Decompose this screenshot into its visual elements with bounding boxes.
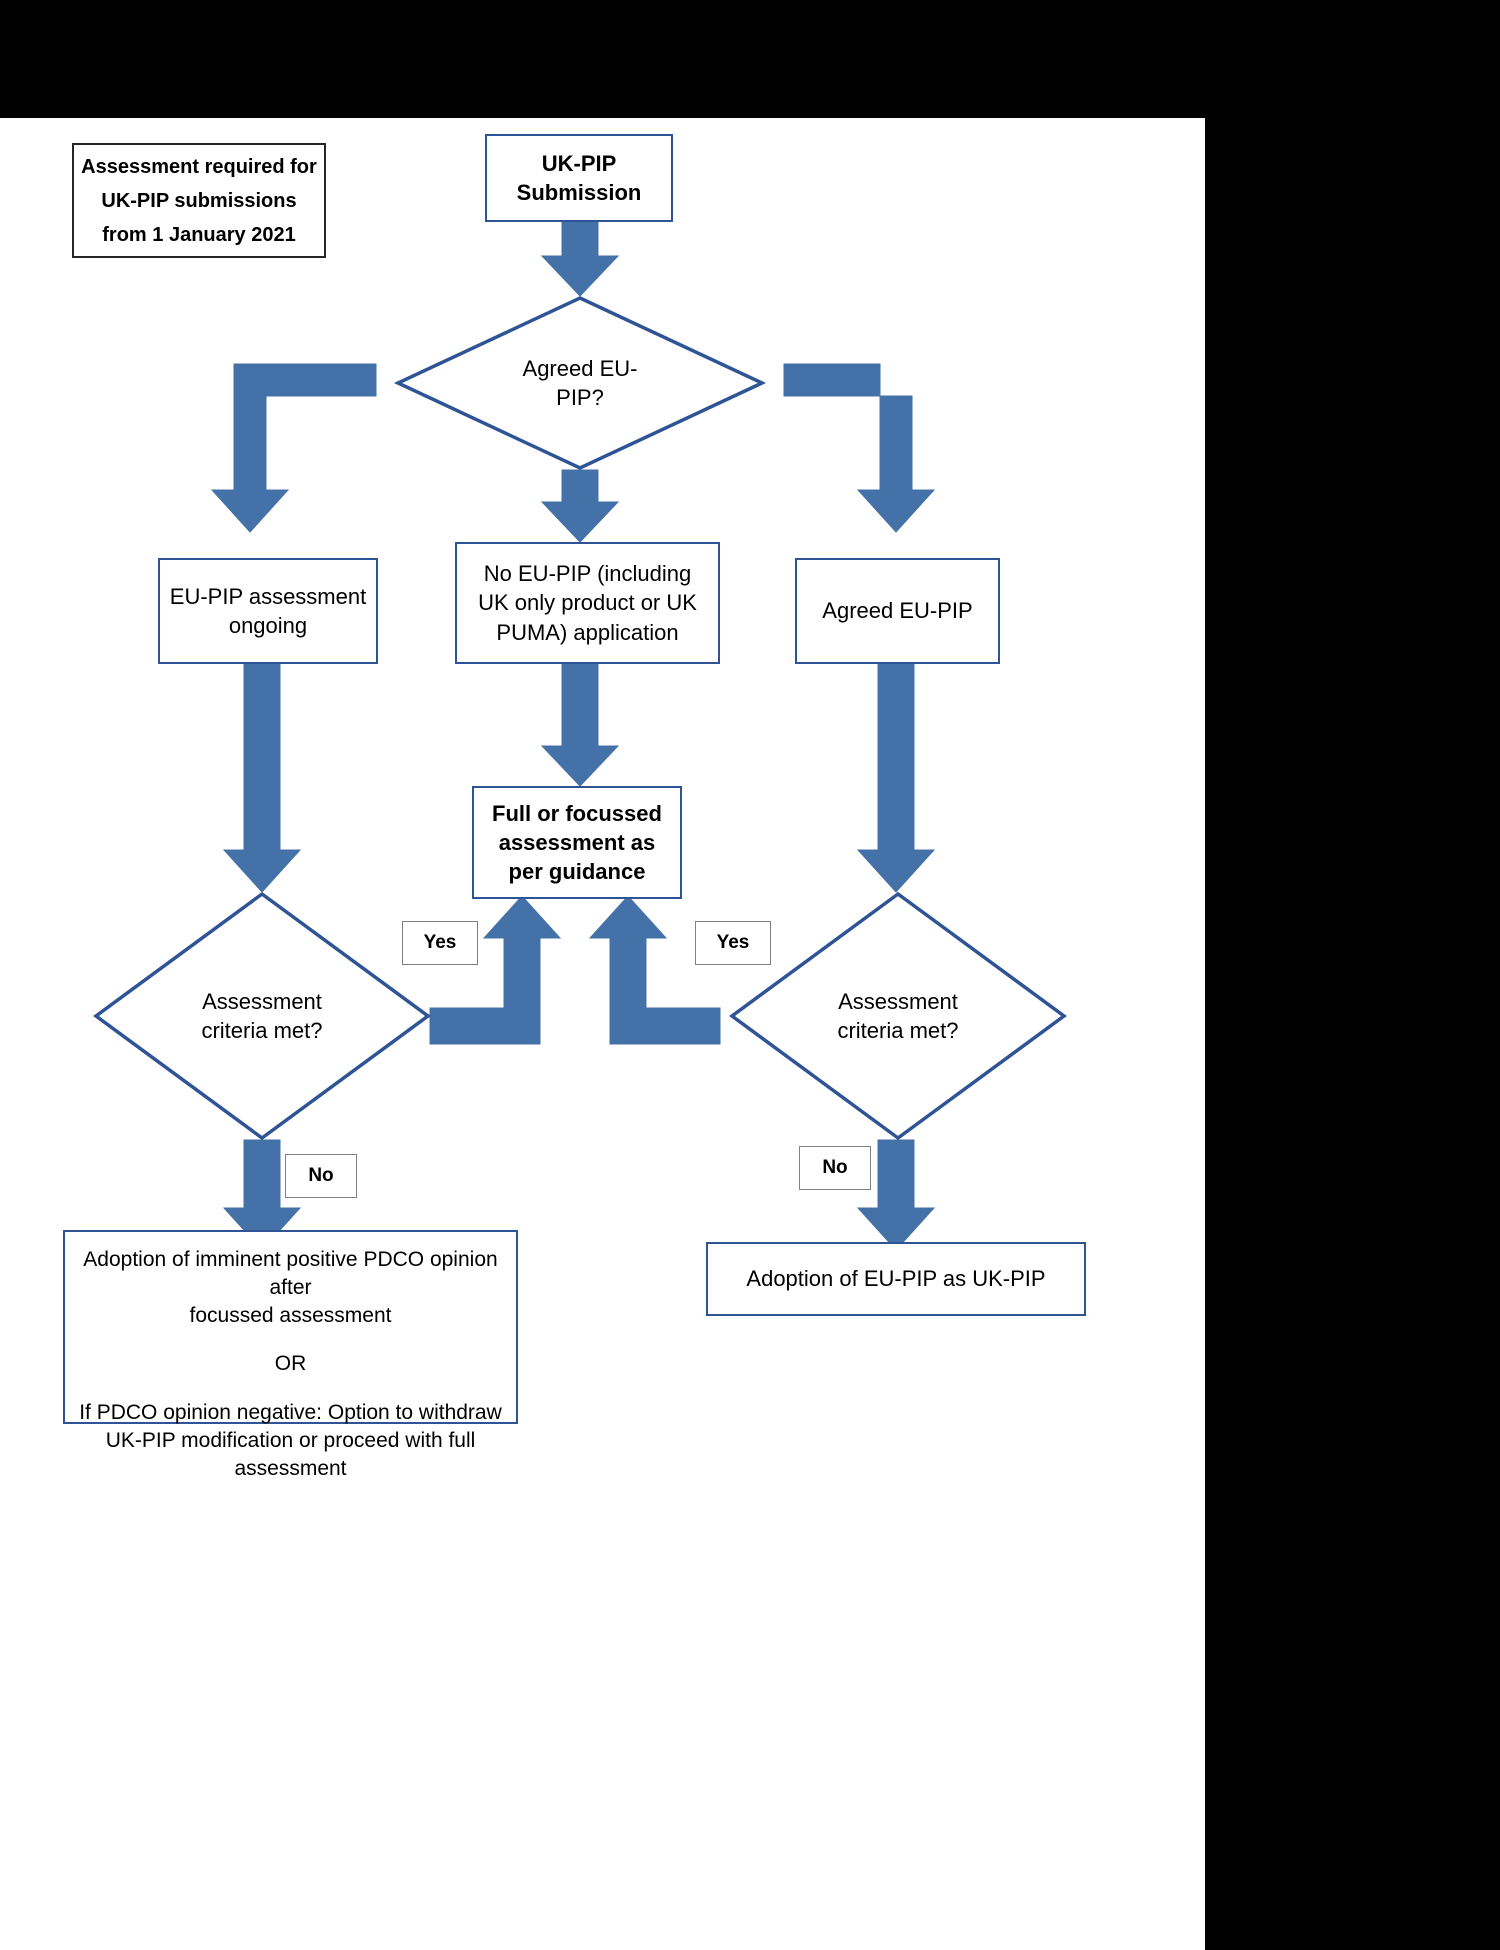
arrow-right-branch-down (856, 663, 936, 893)
box-left-outcome-line5: UK-PIP modification or proceed with full (105, 1428, 476, 1452)
box-agreed-eu-pip: Agreed EU-PIP (795, 558, 1000, 664)
box-left-outcome-line1: Adoption of imminent positive PDCO opini… (83, 1248, 498, 1300)
decision-left-assessment-criteria: Assessment criteria met? (93, 891, 431, 1141)
box-left-outcome-line3: OR (274, 1352, 307, 1376)
decision-agreed-eu-pip: Agreed EU- PIP? (393, 296, 767, 470)
arrow-decision-down (540, 469, 620, 543)
decision-right-assessment-criteria: Assessment criteria met? (729, 891, 1067, 1141)
box-left-outcome: Adoption of imminent positive PDCO opini… (63, 1230, 518, 1480)
note-assessment-required: Assessment required for UK-PIP submissio… (72, 143, 326, 258)
decision-left-assessment-criteria-shape (93, 891, 431, 1141)
box-left-outcome-line6: assessment (234, 1456, 347, 1480)
arrow-middle-branch-down (540, 663, 620, 787)
flowchart-page: Assessment required for UK-PIP submissio… (0, 118, 1205, 1818)
box-right-outcome: Adoption of EU-PIP as UK-PIP (706, 1242, 1086, 1316)
edge-label-no-left: No (285, 1154, 357, 1198)
decision-left-assessment-criteria-label: Assessment criteria met? (201, 988, 323, 1043)
decision-agreed-eu-pip-label: Agreed EU- PIP? (522, 355, 638, 410)
decision-right-assessment-criteria-shape (729, 891, 1067, 1141)
box-full-or-focussed-assessment: Full or focussed assessment as per guida… (472, 786, 682, 899)
box-no-eu-pip-application: No EU-PIP (including UK only product or … (455, 542, 720, 664)
arrow-decision-left (210, 363, 377, 533)
page-bottom-margin (0, 1818, 1205, 1950)
arrow-left-yes-up (429, 895, 562, 1045)
arrow-left-branch-down (222, 663, 302, 893)
box-left-outcome-line4: If PDCO opinion negative: Option to with… (79, 1400, 502, 1424)
box-uk-pip-submission: UK-PIP Submission (485, 134, 673, 222)
edge-label-yes-right: Yes (695, 921, 771, 965)
arrow-right-yes-up (588, 895, 721, 1045)
arrow-decision-right (783, 363, 936, 533)
box-left-outcome-line2: focussed assessment (189, 1304, 392, 1328)
edge-label-yes-left: Yes (402, 921, 478, 965)
arrow-start-to-decision (540, 221, 620, 297)
edge-label-no-right: No (799, 1146, 871, 1190)
decision-agreed-eu-pip-shape (393, 296, 767, 470)
box-eu-pip-assessment-ongoing: EU-PIP assessment ongoing (158, 558, 378, 664)
decision-right-assessment-criteria-label: Assessment criteria met? (837, 988, 959, 1043)
